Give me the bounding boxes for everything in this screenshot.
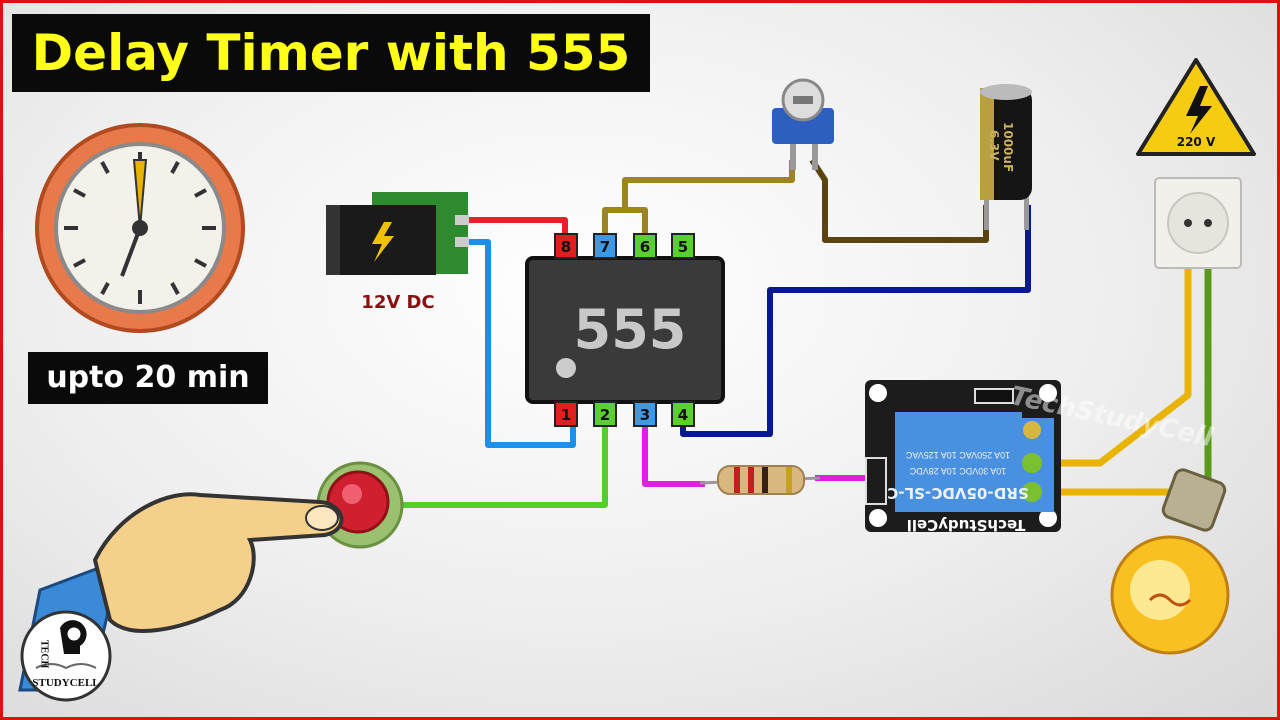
relay-rating-dc: 10A 30VDC 10A 28VDC [909,466,1006,476]
relay-brand: TechStudyCell [907,516,1026,534]
light-bulb-icon [1110,468,1230,655]
pin-5: 5 [678,238,688,256]
relay-model: SRD-05VDC-SL-C [887,484,1028,502]
logo-text-studycell: STUDYCELL [32,677,99,689]
timer-duration-label: upto 20 min [28,352,268,404]
wire-red [465,217,568,236]
voltage-label: 220 V [1177,135,1216,149]
wire-yellow-socket [1040,215,1192,467]
pin-8: 8 [561,238,571,256]
power-label: 12V DC [361,292,434,313]
wire-olive-pot [622,160,795,210]
pin-2: 2 [600,406,610,424]
pin-4: 4 [678,406,688,424]
pin-1: 1 [561,406,571,424]
techstudycell-logo: TECH STUDYCELL [20,610,112,702]
capacitor: 1000uF 6.3V [980,84,1032,230]
wire-green [395,424,608,508]
ic-555: 555 [525,256,725,404]
wire-magenta [642,424,705,487]
dc-power-jack [326,192,469,275]
capacitor-voltage: 6.3V [987,130,1001,161]
wire-blue [465,239,576,448]
clock-icon [35,123,245,333]
capacitor-value: 1000uF [1001,122,1015,172]
resistor [699,465,821,495]
potentiometer [772,78,834,170]
title-banner: Delay Timer with 555 [12,14,650,92]
wire-olive [602,207,648,236]
logo-text-tech: TECH [39,640,50,669]
wire-brown [809,158,989,243]
pin-7: 7 [600,238,610,256]
relay-rating-ac: 10A 250VAC 10A 125VAC [905,450,1010,460]
wire-navy [680,205,1031,437]
wall-socket [1154,177,1242,269]
pin-3: 3 [640,406,650,424]
ic-pins: 8 7 6 5 1 2 3 4 [554,233,695,427]
relay-module: SRD-05VDC-SL-C 10A 30VDC 10A 28VDC 10A 2… [865,380,1061,534]
ic-label: 555 [574,298,687,361]
lightning-icon [372,222,394,262]
pin-6: 6 [640,238,650,256]
high-voltage-warning-icon: 220 V [1136,58,1256,156]
